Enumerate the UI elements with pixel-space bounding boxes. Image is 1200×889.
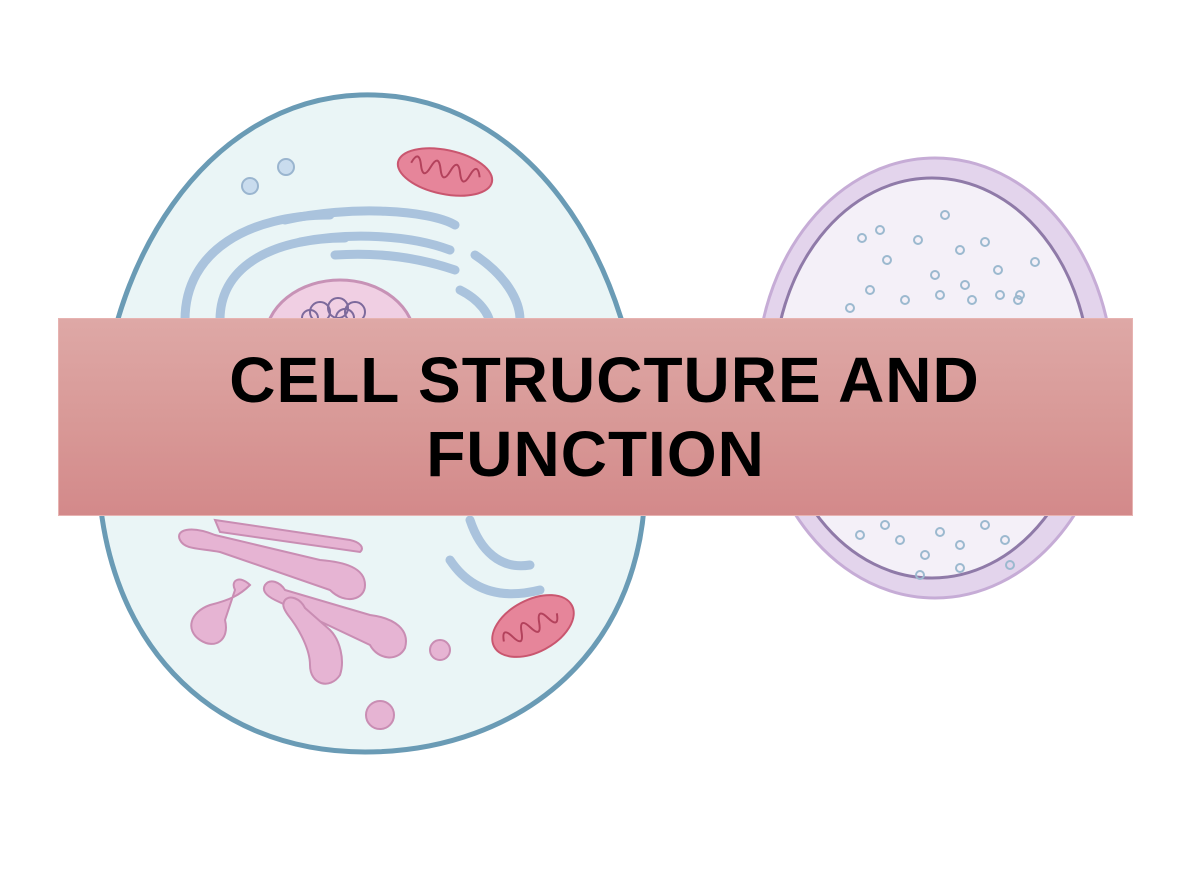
title-banner: CELL STRUCTURE AND FUNCTION [58, 318, 1133, 516]
title-line-2: FUNCTION [426, 418, 765, 490]
title-line-1: CELL STRUCTURE AND [229, 344, 980, 416]
